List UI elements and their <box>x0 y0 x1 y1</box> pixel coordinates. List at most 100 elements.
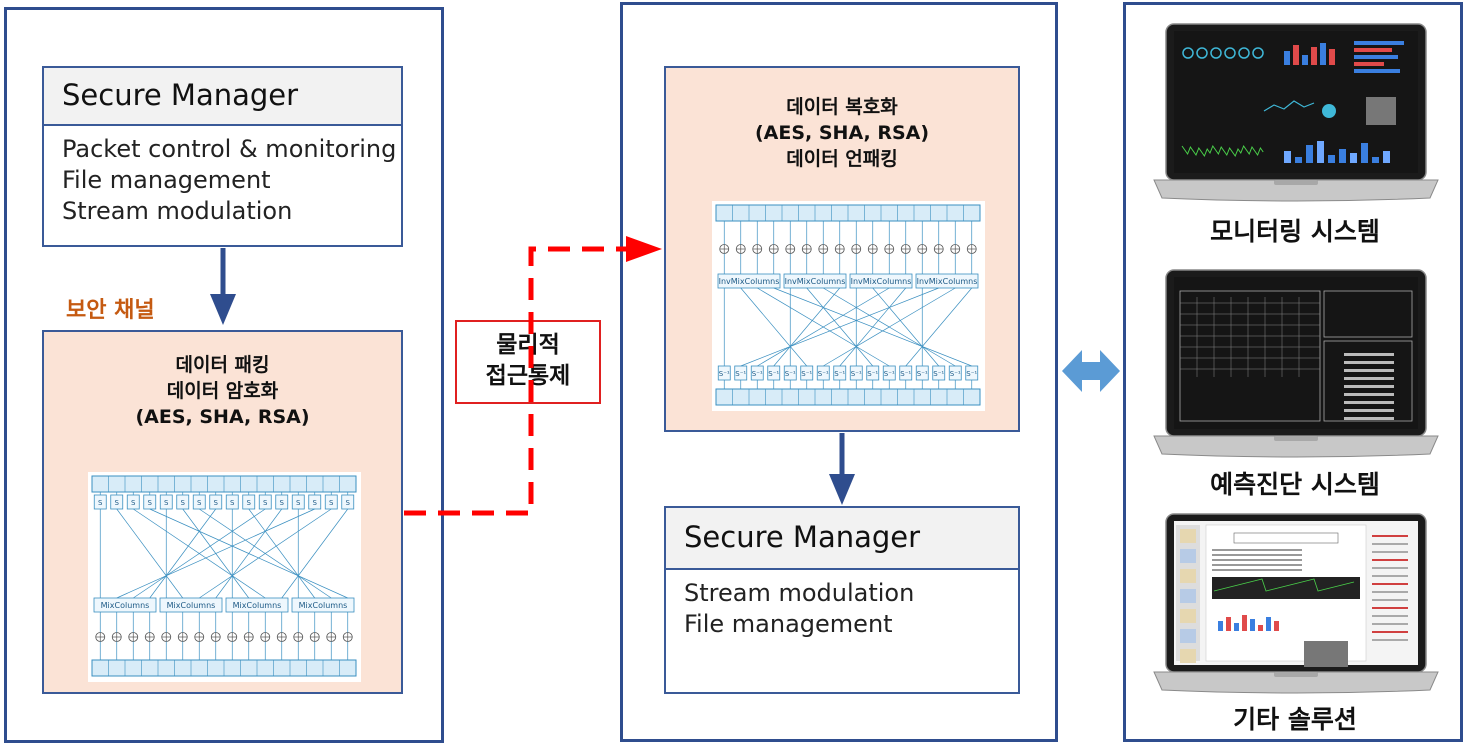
thumbnail <box>1180 529 1196 543</box>
sbox-label: S <box>214 499 219 507</box>
bar <box>1258 625 1263 631</box>
panel-frame <box>1323 340 1413 422</box>
sbox-label: S <box>98 499 103 507</box>
thumbnail <box>1180 629 1196 643</box>
text-line <box>1212 569 1302 571</box>
mix-block <box>783 273 847 289</box>
shift-wire <box>839 287 907 367</box>
dashed-link <box>404 236 662 516</box>
thumbnail <box>1180 649 1196 663</box>
hbar <box>1354 41 1404 45</box>
feature-line: Packet control & monitoring <box>62 135 397 163</box>
sbox-label: S⁻¹ <box>917 370 928 378</box>
hbar <box>1354 69 1400 73</box>
slider-bar <box>1344 369 1394 372</box>
side-text-line <box>1372 599 1408 601</box>
laptop-base <box>1153 435 1439 458</box>
bar <box>1266 617 1271 631</box>
hbar <box>1354 62 1384 66</box>
mix-label: InvMixColumns <box>917 277 978 286</box>
mix-block <box>93 597 157 613</box>
mix-label: InvMixColumns <box>785 277 846 286</box>
side-text-line <box>1372 583 1408 585</box>
shift-wire <box>248 508 316 599</box>
shift-wire <box>757 287 890 367</box>
bar <box>1250 619 1255 631</box>
text-line <box>1212 559 1302 561</box>
secure-manager-title: Secure Manager <box>44 68 401 126</box>
mix-label: MixColumns <box>167 601 216 610</box>
shift-wire <box>872 287 940 367</box>
shift-wire <box>116 508 315 599</box>
mix-block <box>291 597 355 613</box>
bar <box>1226 617 1231 631</box>
sbox-label: S⁻¹ <box>867 370 878 378</box>
bar <box>1350 153 1357 163</box>
laptop-icon <box>1153 269 1439 458</box>
sbox-label: S <box>148 499 153 507</box>
mix-block <box>717 273 781 289</box>
text-line <box>1212 549 1302 551</box>
slider-bar <box>1344 417 1394 420</box>
sbox-label: S <box>346 499 351 507</box>
sbox-label: S <box>131 499 136 507</box>
sbox-label: S <box>230 499 235 507</box>
bar <box>1311 47 1317 65</box>
bar <box>1284 51 1290 65</box>
system-label: 기타 솔루션 <box>1233 705 1357 734</box>
crypto-line: 데이터 언패킹 <box>786 148 898 170</box>
side-text-line <box>1372 543 1408 545</box>
mix-label: MixColumns <box>299 601 348 610</box>
shift-wire <box>740 287 939 367</box>
bar <box>1361 143 1368 163</box>
chart-area <box>1212 577 1360 599</box>
wave <box>1213 578 1355 592</box>
sbox-label: S⁻¹ <box>851 370 862 378</box>
sbox-label: S <box>296 499 301 507</box>
gauge <box>1252 47 1264 59</box>
bar <box>1284 151 1291 163</box>
laptop-base <box>1153 179 1439 202</box>
table-frame <box>1179 290 1321 422</box>
laptop-icon <box>1153 23 1439 202</box>
thumbnail <box>1180 549 1196 563</box>
mix-block <box>915 273 979 289</box>
sbox-label: S⁻¹ <box>735 370 746 378</box>
gauge <box>1224 47 1236 59</box>
photo <box>1366 97 1396 125</box>
physical-access-line: 물리적 <box>496 332 560 358</box>
shift-wire <box>823 287 956 367</box>
side-text-line <box>1372 615 1408 617</box>
laptop-base <box>1153 671 1439 694</box>
system-label: 모니터링 시스템 <box>1210 217 1380 246</box>
sbox-label: S⁻¹ <box>933 370 944 378</box>
sbox-label: S <box>247 499 252 507</box>
mix-block <box>159 597 223 613</box>
sbox-label: S⁻¹ <box>834 370 845 378</box>
laptop-icon <box>1153 513 1439 694</box>
bar <box>1274 621 1279 631</box>
sbox-label: S⁻¹ <box>966 370 977 378</box>
laptop-other <box>1152 512 1440 694</box>
down-arrow-middle <box>829 433 855 505</box>
bar <box>1293 45 1299 65</box>
slider-bar <box>1344 385 1394 388</box>
sbox-label: S <box>263 499 268 507</box>
shift-wire <box>116 508 184 599</box>
panel-frame <box>1323 290 1413 338</box>
bar <box>1302 55 1308 65</box>
text-line <box>1212 554 1302 556</box>
sbox-label: S⁻¹ <box>818 370 829 378</box>
bar <box>1234 623 1239 631</box>
slider-bar <box>1344 377 1394 380</box>
side-text-line <box>1372 535 1408 537</box>
side-text-line <box>1372 631 1408 633</box>
shift-wire <box>149 508 217 599</box>
wave <box>1181 144 1264 158</box>
shift-wire <box>740 287 808 367</box>
gauge <box>1182 47 1194 59</box>
slider-bar <box>1344 409 1394 412</box>
